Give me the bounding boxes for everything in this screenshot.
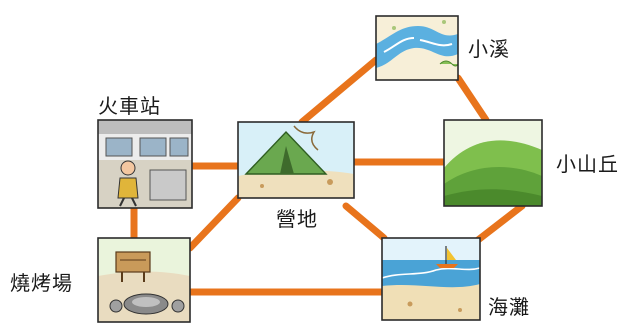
creek-picture	[375, 15, 459, 81]
campsite-picture	[237, 121, 355, 199]
train-station-label: 火車站	[98, 94, 161, 118]
train-station-picture	[97, 119, 193, 209]
hill-picture	[443, 119, 543, 207]
edge-creek-hill	[454, 74, 490, 124]
beach-picture	[381, 237, 481, 321]
campsite-label: 營地	[276, 207, 318, 231]
hill-label: 小山丘	[556, 152, 619, 176]
edge-campsite-beach	[342, 202, 388, 242]
connection-lines	[130, 56, 526, 296]
edge-campsite-bbq	[186, 194, 242, 252]
bbq-area-picture	[97, 237, 191, 323]
bbq-area-label: 燒烤場	[10, 271, 73, 295]
beach-label: 海灘	[488, 295, 530, 319]
creek-label: 小溪	[468, 37, 510, 61]
edge-hill-beach	[474, 202, 526, 244]
edge-campsite-creek	[298, 56, 380, 126]
